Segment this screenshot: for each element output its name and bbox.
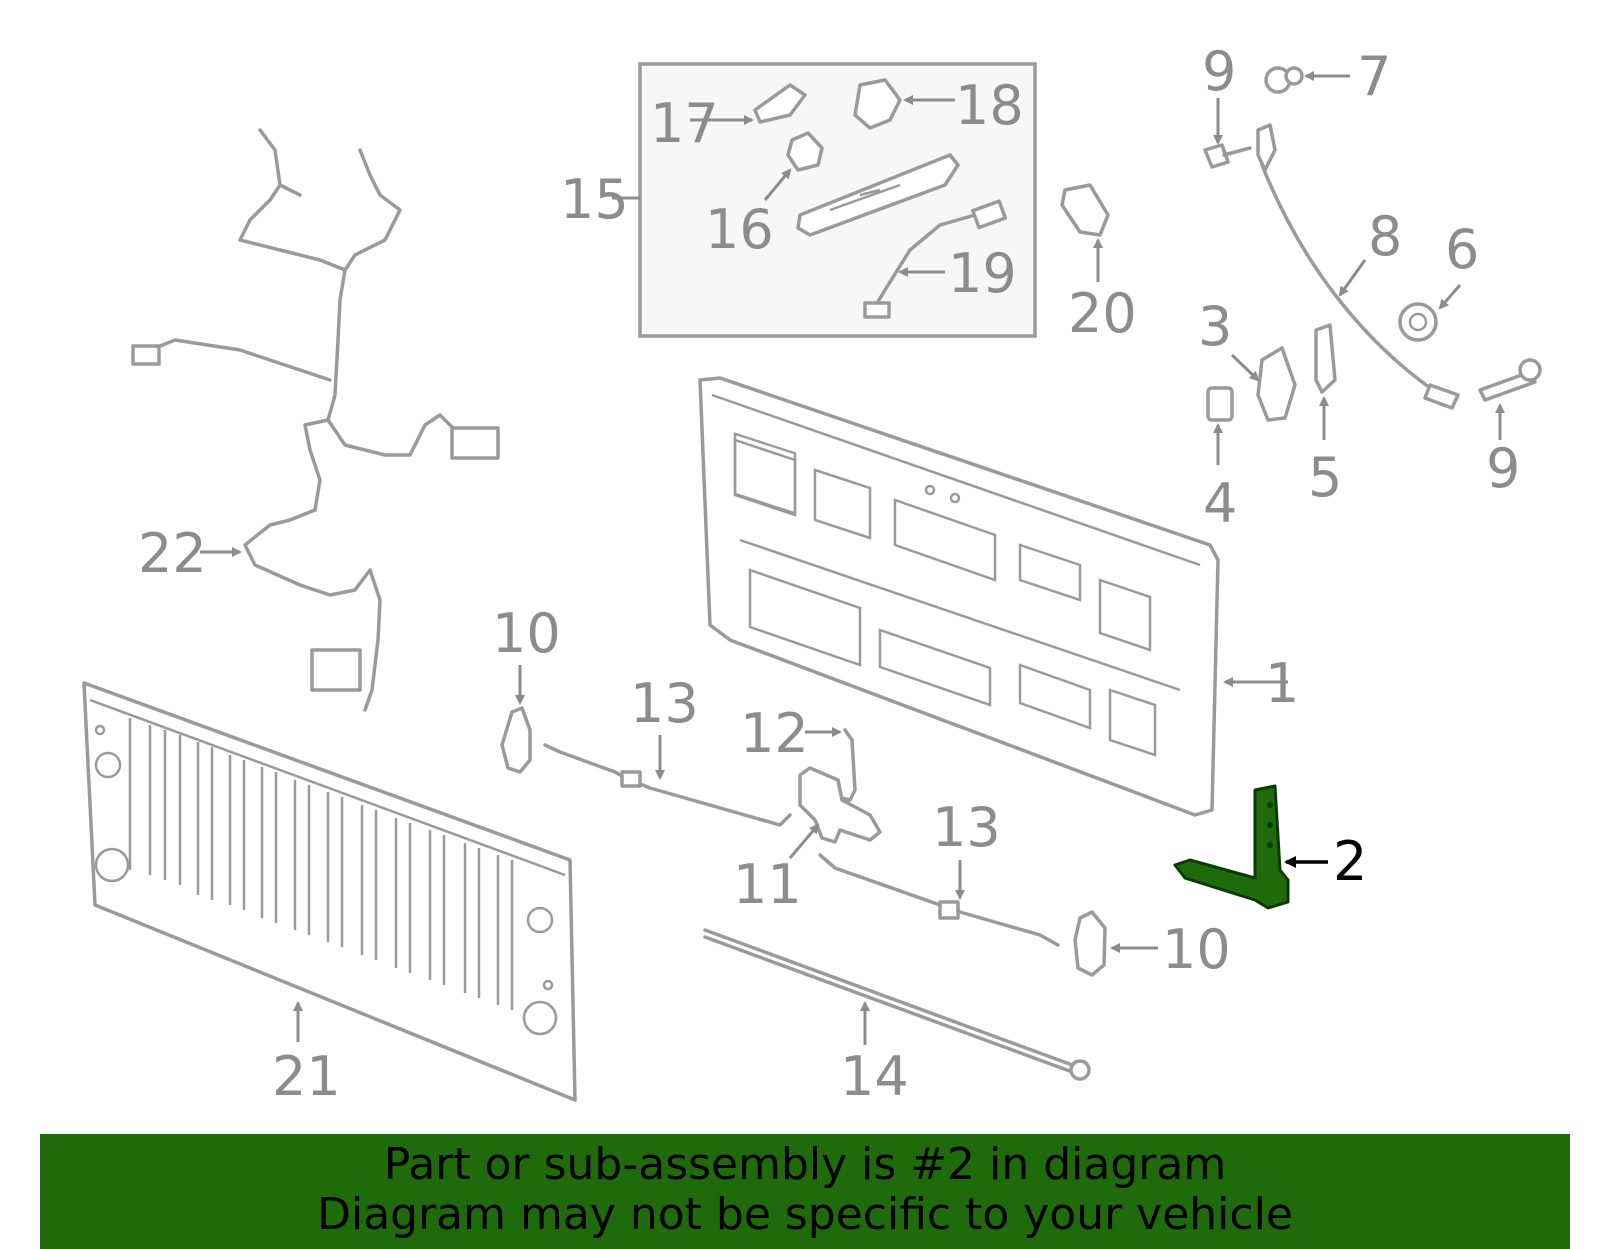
part-16-connector <box>763 131 824 201</box>
part-2-hinge-highlighted <box>1173 784 1328 910</box>
handle-bezel <box>796 153 960 237</box>
part-22-wiring-harness <box>131 128 500 712</box>
part-7-clip <box>1264 66 1350 94</box>
panel-ribs <box>128 718 514 1010</box>
part-5-bracket <box>1314 323 1337 440</box>
callout-8: 8 <box>1368 205 1402 268</box>
callout-9-top: 9 <box>1202 40 1236 103</box>
part-12-rod <box>805 727 857 802</box>
part-10-latch-left <box>500 665 532 774</box>
callout-22: 22 <box>138 522 207 585</box>
callout-21: 21 <box>272 1045 341 1108</box>
callout-20: 20 <box>1068 282 1137 345</box>
part-18-switch <box>853 78 955 130</box>
callout-1: 1 <box>1265 652 1299 715</box>
callout-3: 3 <box>1198 295 1232 358</box>
part-17-trim <box>690 83 807 125</box>
callout-17: 17 <box>650 92 719 155</box>
part-13-rod-left <box>543 735 792 827</box>
callout-13-left: 13 <box>630 672 699 735</box>
part-9-bolt-right <box>1478 358 1542 440</box>
callout-4: 4 <box>1203 472 1237 535</box>
part-9-bolt-top <box>1203 98 1252 169</box>
callout-10-left: 10 <box>492 602 561 665</box>
callout-10-right: 10 <box>1162 918 1231 981</box>
callout-11: 11 <box>733 853 802 916</box>
banner-line-part: Part or sub-assembly is #2 in diagram <box>383 1139 1227 1190</box>
callout-5: 5 <box>1308 446 1342 509</box>
banner-line-disclaimer: Diagram may not be specific to your vehi… <box>317 1189 1293 1240</box>
part-10-latch-right <box>1073 910 1158 977</box>
callout-18: 18 <box>955 74 1024 137</box>
callout-15: 15 <box>560 168 629 231</box>
part-19-harness <box>863 199 1008 319</box>
info-banner: Part or sub-assembly is #2 in diagram Di… <box>40 1134 1570 1249</box>
part-20-lamp <box>1060 183 1110 282</box>
callout-labels: 1 2 3 4 5 6 7 8 9 9 10 10 11 12 13 13 14… <box>138 40 1520 1108</box>
callout-14: 14 <box>840 1045 909 1108</box>
part-8-cable <box>1256 123 1460 410</box>
callout-13-right: 13 <box>932 796 1001 859</box>
part-14-torsion-rod <box>703 928 1091 1081</box>
callout-19: 19 <box>948 242 1017 305</box>
callout-2: 2 <box>1333 830 1367 893</box>
callout-16: 16 <box>705 198 774 261</box>
part-21-outer-panel <box>82 681 577 1102</box>
part-1-inner-panel <box>698 376 1288 817</box>
callout-9-right: 9 <box>1486 437 1520 500</box>
callout-6: 6 <box>1445 218 1479 281</box>
part-11-handle-mechanism <box>788 766 882 859</box>
part-13-rod-right <box>818 853 1060 947</box>
part-4-bumper <box>1206 386 1234 465</box>
part-6-bumper <box>1398 284 1462 342</box>
callout-12: 12 <box>740 702 809 765</box>
part-3-striker <box>1230 346 1297 422</box>
callout-7: 7 <box>1357 45 1391 108</box>
